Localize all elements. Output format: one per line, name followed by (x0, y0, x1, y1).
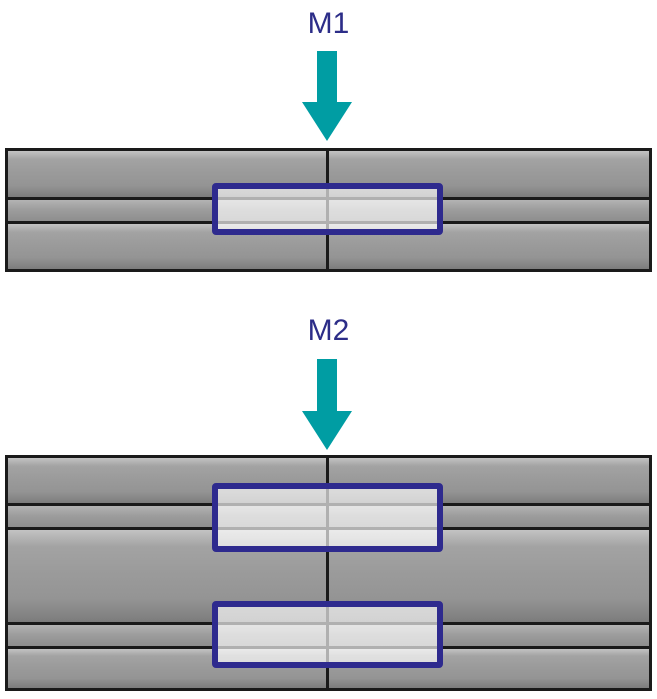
down-arrow-icon-m1-head (302, 102, 352, 141)
down-arrow-icon-m2-shaft (317, 359, 337, 412)
measurement-label-m2: M2 (307, 314, 350, 347)
measurement-label-m1: M1 (307, 7, 350, 40)
measurement-zone-m2-upper (212, 483, 443, 552)
measurement-zone-m1 (212, 183, 443, 235)
joint-seam-line (326, 458, 329, 688)
down-arrow-icon-m1-shaft (317, 51, 337, 103)
plate-assembly-m1 (5, 148, 652, 272)
down-arrow-icon-m2-head (302, 411, 352, 450)
measurement-zone-m2-lower (212, 601, 443, 668)
